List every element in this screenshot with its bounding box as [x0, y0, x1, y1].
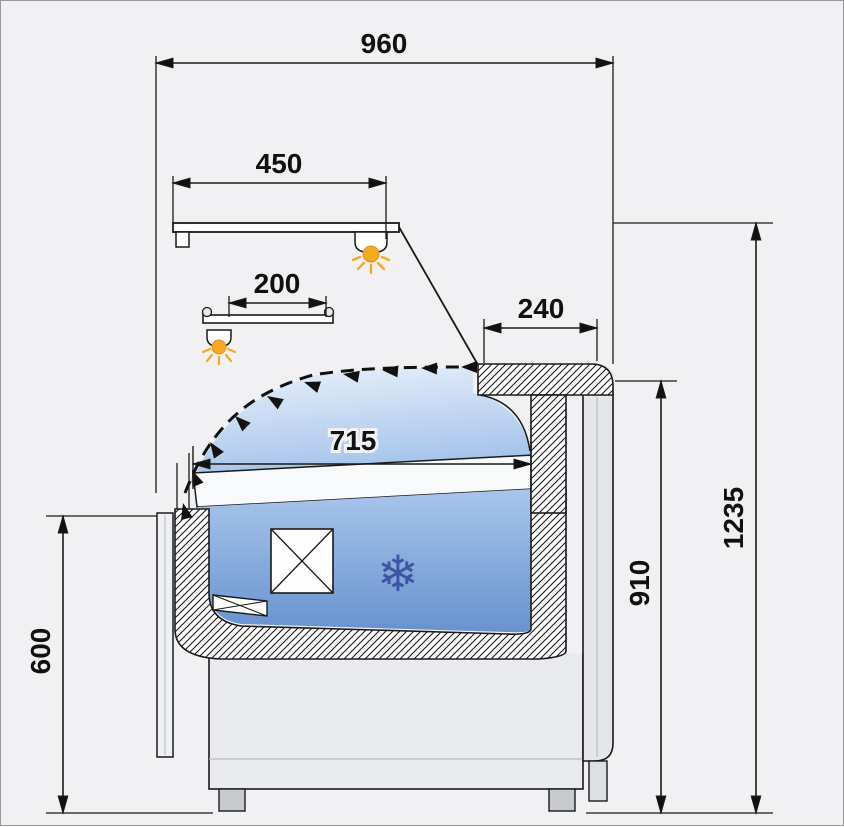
front-glass-slope	[398, 226, 479, 366]
insulated-walls	[174, 363, 614, 660]
foot-right	[548, 788, 576, 812]
shelf-bracket-right	[323, 306, 335, 318]
inner-liner-curve	[479, 394, 531, 452]
dimension-600	[46, 515, 213, 814]
dimension-label-910: 910	[624, 560, 655, 607]
shell-gap-panel	[566, 395, 583, 653]
dimension-910	[615, 380, 677, 814]
dimension-label-715: 715	[330, 425, 377, 456]
dimension-labels: 960 450 200 240 715 1235 910 600	[22, 25, 752, 677]
dimension-200	[228, 296, 327, 317]
evaporator-coil	[270, 528, 334, 594]
dimension-system	[46, 56, 773, 814]
refrigerated-zones	[189, 368, 534, 633]
air-plenum	[197, 489, 533, 633]
foot-left	[218, 788, 246, 812]
shell-foot	[588, 760, 608, 802]
air-duct	[212, 594, 268, 617]
canopy-lamp-icon	[351, 231, 391, 275]
base-cabinet	[208, 645, 584, 790]
snowflake-icon: ❄	[377, 545, 419, 603]
inner-wall-hatch	[530, 394, 567, 514]
dimension-1235	[586, 222, 773, 814]
shelf-bracket-left	[201, 306, 213, 318]
counter-top-hatch	[477, 363, 614, 396]
right-shell-panel	[582, 392, 614, 762]
canopy-end-bracket	[175, 231, 190, 248]
dimension-label-450: 450	[256, 148, 303, 179]
shelf-lamp-icon	[201, 329, 237, 366]
canopy-and-shelf	[172, 222, 479, 366]
dimension-label-960: 960	[361, 28, 408, 59]
cabinet-body	[156, 392, 614, 812]
dimension-450	[172, 176, 387, 239]
dimension-label-200: 200	[254, 268, 301, 299]
internals: ❄	[212, 528, 419, 617]
dimension-label-240: 240	[518, 293, 565, 324]
dimension-240	[483, 319, 598, 363]
dimension-label-1235: 1235	[718, 487, 749, 549]
dimension-715	[192, 441, 532, 489]
canopy	[172, 222, 400, 233]
dimension-label-600: 600	[25, 628, 56, 675]
dimension-960	[155, 56, 614, 493]
display-shelf	[202, 314, 334, 324]
